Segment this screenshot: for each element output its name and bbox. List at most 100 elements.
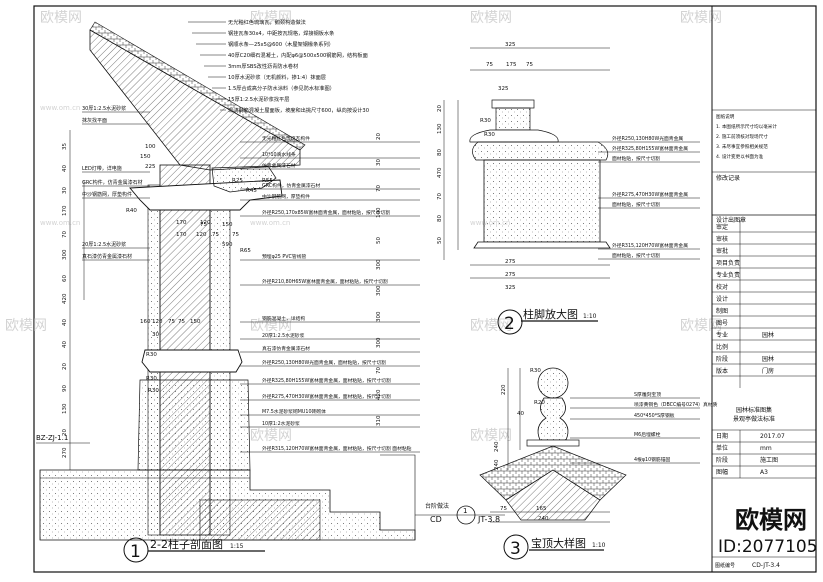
- dim-label: 60: [62, 275, 68, 282]
- left-callout: 20厚1:2.5水泥砂浆: [82, 241, 126, 248]
- dim-label: 120: [200, 220, 211, 226]
- dim-label: R30: [530, 368, 541, 374]
- dim-label: 80: [437, 149, 443, 156]
- watermark-text: 欧模网: [40, 10, 82, 26]
- view-1-title: 2-2柱子剖面图: [150, 537, 223, 551]
- right-callout: 20厚1:2.5水泥砂浆: [262, 332, 305, 339]
- dim-label: 40: [62, 319, 68, 326]
- right-callout: 外径R250,130H80W光面青金属，面材粘贴，按尺寸切割: [262, 359, 386, 366]
- v3-callout: 4根φ10钢筋锚固: [634, 456, 671, 463]
- dim-label: 160: [140, 319, 151, 325]
- view-3-number-circle: [503, 534, 529, 560]
- row-key: 比例: [716, 343, 728, 351]
- row-key: 审核: [716, 235, 728, 243]
- watermark-text: 欧模网: [5, 318, 47, 334]
- dim-label: 40: [62, 341, 68, 348]
- dim-label: 75: [200, 222, 207, 228]
- sheet-number-key: 图纸编号: [715, 562, 735, 569]
- foot-cap: [491, 99, 535, 109]
- dim-label: 20: [62, 363, 68, 370]
- sheet-number: CD-JT-3.4: [752, 562, 780, 569]
- cornice-profile: [211, 165, 277, 193]
- right-callout: 无光釉红色琉璃瓦构件: [262, 135, 310, 142]
- dim-label: 50: [376, 237, 382, 244]
- watermark-text: 欧模网: [250, 10, 292, 26]
- revision-label: 修改记录: [716, 174, 740, 182]
- view-2-scale: 1:10: [583, 313, 597, 320]
- right-callout: 中沙钢筋网，厚垫构件: [262, 193, 310, 200]
- info-key: 图幅: [716, 468, 728, 476]
- row-key: 制图: [716, 307, 728, 315]
- dim-label: 270: [62, 447, 68, 458]
- v2-callout: 外径R275,470H30W富林面青金属: [612, 191, 688, 198]
- row-value: 园林: [762, 355, 774, 363]
- dim-label: 90: [62, 385, 68, 392]
- dim-label: 80: [437, 215, 443, 222]
- dim-label: 100: [145, 144, 156, 150]
- dim-label: R30: [146, 352, 157, 358]
- finial-ball: [537, 367, 569, 399]
- info-key: 单位: [716, 444, 728, 452]
- roof-note: 无光釉红色琉璃瓦，鹅颈构造做法: [228, 18, 306, 26]
- row-key: 专业: [716, 331, 728, 339]
- row-value: 园林: [762, 331, 774, 339]
- dim-label: R25: [232, 178, 243, 184]
- dim-label: 300: [62, 249, 68, 260]
- title-block-note: 2. 施工前须核对现场尺寸: [716, 133, 768, 140]
- v2-callout: 外径R325,80H155W富林面青金属: [612, 145, 688, 152]
- roof-note: 现浇钢筋混凝土屋面板，坡度和出挑尺寸600，纵向按设计30: [228, 106, 369, 114]
- foot-base: [473, 241, 611, 249]
- dim-label: 75: [168, 319, 175, 325]
- right-callout: 预埋φ25 PVC管线管: [262, 253, 307, 260]
- dim-label: 20: [376, 133, 382, 140]
- roof-note: 钢挂瓦条30x4，中距按瓦规格，焊接钢板水条: [228, 29, 334, 37]
- right-callout: 外径R250,170x85W富林面青金属，面材粘贴，按尺寸切割: [262, 209, 390, 216]
- dim-label: 470: [437, 167, 443, 178]
- dim-label: 75: [500, 506, 507, 512]
- view-3-title: 宝顶大样图: [531, 536, 586, 550]
- info-value: A3: [760, 469, 768, 476]
- dim-label: 70: [62, 231, 68, 238]
- dim-label: 420: [376, 389, 382, 400]
- ref-marker-prefix: CD: [430, 515, 442, 524]
- dim-label: 275: [505, 272, 516, 278]
- dim-label: 275: [505, 259, 516, 265]
- dim-label: 300: [376, 259, 382, 270]
- v2-callout: 面材粘贴，按尺寸切割: [612, 201, 660, 208]
- watermark-text: 欧模网: [470, 10, 512, 26]
- ref-marker-bottom: JT-3.8: [477, 515, 500, 524]
- roof-note: 40厚C20细石混凝土，内配φ6@500x500钢筋网，结构板面: [228, 51, 368, 59]
- row-key: 版本: [716, 367, 728, 375]
- section-tag: BZ-ZJ-1.1: [36, 434, 68, 442]
- title-block-rows: 审定审核审批项目负责专业负责校对设计制图图号专业园林比例阶段园林版本门房: [712, 220, 816, 388]
- title-block-note: 4. 设计变更以书面为准: [716, 153, 764, 160]
- break-line: [380, 454, 416, 540]
- column-base-mould: [141, 349, 243, 373]
- row-key: 设计: [716, 295, 728, 303]
- roof-tiles: [89, 21, 306, 151]
- title-block-note: 1. 本图纸所示尺寸均以毫米计: [716, 123, 777, 130]
- watermark-text: 欧模网: [680, 10, 722, 26]
- dim-label: 325: [505, 285, 516, 291]
- info-value: 施工图: [760, 456, 778, 464]
- v2-callout: 外径R250,130H80W光面青金属: [612, 135, 683, 142]
- left-callouts: 30厚1:2.5水泥砂浆抹灰找平面LED灯带，详电施GRC构件，仿青金属漆石材中…: [82, 105, 150, 261]
- left-callout: 真石漆仿青金属漆石材: [82, 253, 132, 260]
- left-callout: GRC构件，仿青金属漆石材: [82, 179, 143, 186]
- row-key: 图号: [716, 320, 728, 327]
- dim-label: R20: [534, 400, 545, 406]
- ref-marker-note: 台阶做法: [425, 502, 449, 510]
- left-callout: 中沙钢筋网，厚垫构件: [82, 191, 132, 198]
- watermark-url: www.om.cn: [40, 104, 80, 112]
- dim-label: 300: [376, 311, 382, 322]
- dim-label: 130: [62, 403, 68, 414]
- dim-label: 75: [526, 62, 533, 68]
- dim-label: 165: [536, 506, 547, 512]
- dim-label: R40: [126, 208, 137, 214]
- dim-label: 30: [62, 187, 68, 194]
- finial-roof-core: [505, 469, 601, 521]
